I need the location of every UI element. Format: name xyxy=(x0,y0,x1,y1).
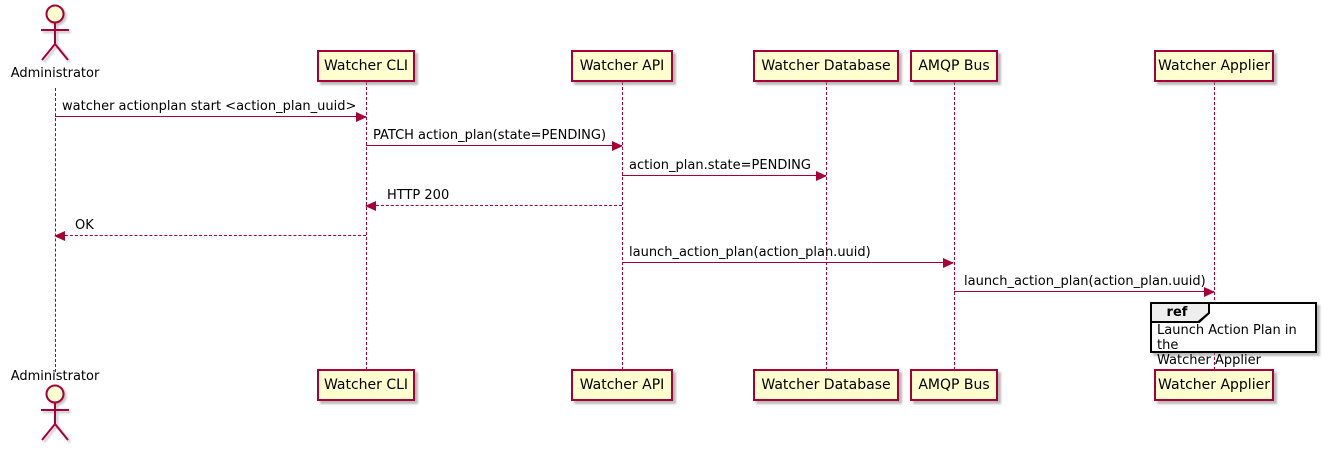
ref-text-line2: Watcher Applier xyxy=(1157,353,1261,368)
message-launch-action-plan-bus: launch_action_plan(action_plan.uuid) xyxy=(622,243,954,268)
arrowhead-left-icon xyxy=(54,231,65,241)
lifeline-watcher-database xyxy=(826,82,827,370)
message-label: watcher actionplan start <action_plan_uu… xyxy=(62,99,357,114)
lifeline-watcher-applier xyxy=(1214,82,1215,370)
ref-text-line1: Launch Action Plan in the xyxy=(1157,323,1297,353)
lifeline-administrator xyxy=(55,88,56,372)
message-line xyxy=(55,116,366,117)
message-label: HTTP 200 xyxy=(387,188,450,203)
message-line xyxy=(366,205,622,206)
message-label: PATCH action_plan(state=PENDING) xyxy=(373,128,607,143)
actor-icon xyxy=(41,4,69,61)
participant-watcher-cli-bottom: Watcher CLI xyxy=(317,369,415,401)
actor-administrator-bottom: Administrator xyxy=(0,369,115,446)
arrowhead-left-icon xyxy=(365,201,376,211)
arrowhead-right-icon xyxy=(943,258,954,268)
message-label: OK xyxy=(75,218,94,233)
message-line xyxy=(622,262,953,263)
participant-amqp-bus-top: AMQP Bus xyxy=(910,50,998,82)
message-launch-action-plan-applier: launch_action_plan(action_plan.uuid) xyxy=(954,272,1215,297)
actor-label: Administrator xyxy=(10,66,100,81)
ref-fragment: ref Launch Action Plan in the Watcher Ap… xyxy=(1150,302,1317,368)
message-http-200: HTTP 200 xyxy=(365,186,622,211)
ref-header: ref xyxy=(1152,304,1210,323)
message-state-pending: action_plan.state=PENDING xyxy=(622,156,827,181)
arrowhead-right-icon xyxy=(1204,287,1215,297)
message-start-actionplan: watcher actionplan start <action_plan_uu… xyxy=(55,97,367,122)
message-line xyxy=(55,235,366,236)
actor-administrator-top: Administrator xyxy=(0,4,115,81)
message-line xyxy=(954,291,1214,292)
message-line xyxy=(366,145,622,146)
participant-watcher-database-top: Watcher Database xyxy=(753,50,899,82)
ref-keyword: ref xyxy=(1152,304,1208,321)
participant-watcher-applier-top: Watcher Applier xyxy=(1154,50,1274,82)
arrowhead-right-icon xyxy=(356,112,367,122)
arrowhead-right-icon xyxy=(612,141,623,151)
lifeline-watcher-api xyxy=(622,82,623,370)
participant-watcher-cli-top: Watcher CLI xyxy=(317,50,415,82)
message-patch-action-plan: PATCH action_plan(state=PENDING) xyxy=(366,126,623,151)
participant-watcher-api-top: Watcher API xyxy=(571,50,673,82)
message-label: launch_action_plan(action_plan.uuid) xyxy=(964,274,1206,289)
message-line xyxy=(622,175,826,176)
participant-amqp-bus-bottom: AMQP Bus xyxy=(910,369,998,401)
actor-label: Administrator xyxy=(10,369,100,384)
participant-watcher-api-bottom: Watcher API xyxy=(571,369,673,401)
actor-icon xyxy=(41,384,69,441)
message-label: launch_action_plan(action_plan.uuid) xyxy=(629,245,871,260)
participant-watcher-database-bottom: Watcher Database xyxy=(753,369,899,401)
message-label: action_plan.state=PENDING xyxy=(629,158,811,173)
message-ok: OK xyxy=(54,216,366,241)
arrowhead-right-icon xyxy=(816,171,827,181)
lifeline-watcher-cli xyxy=(366,82,367,370)
lifeline-amqp-bus xyxy=(954,82,955,370)
participant-watcher-applier-bottom: Watcher Applier xyxy=(1154,369,1274,401)
ref-text: Launch Action Plan in the Watcher Applie… xyxy=(1152,304,1315,370)
